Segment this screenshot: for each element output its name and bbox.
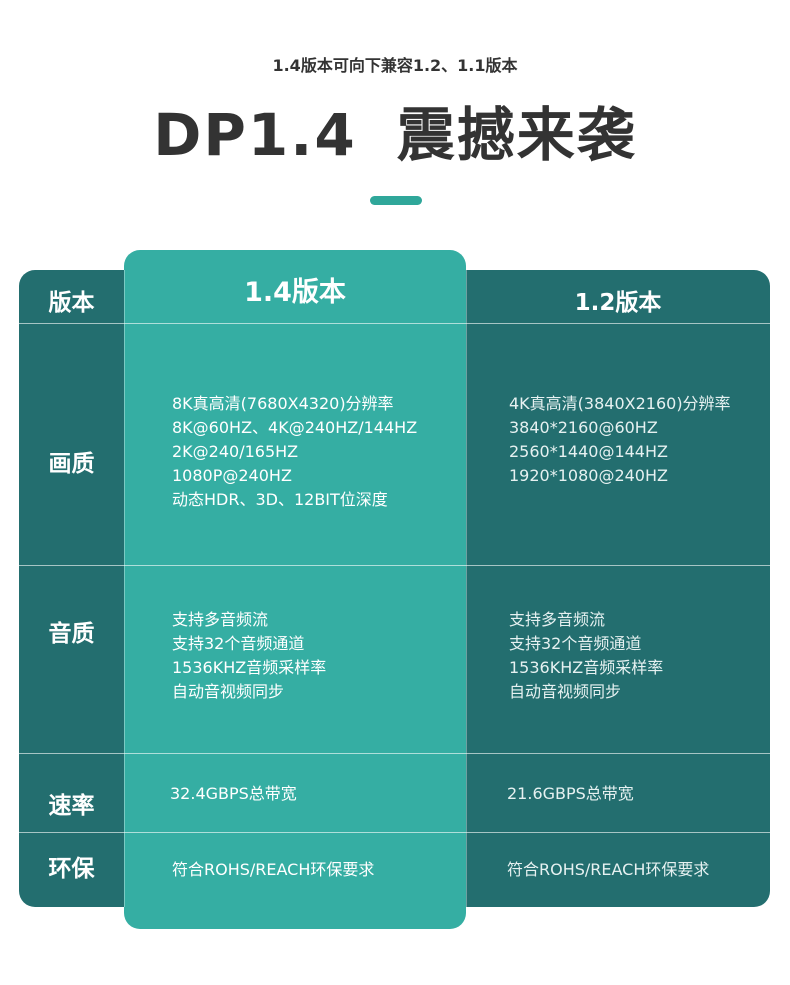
spec-line: 2560*1440@144HZ [509,442,668,461]
spec-line: 自动音视频同步 [172,682,285,701]
cell-video-1-4: 8K真高清(7680X4320)分辨率 8K@60HZ、4K@240HZ/144… [172,392,417,512]
row-divider [19,565,770,566]
cell-speed-1-4: 32.4GBPS总带宽 [170,782,297,806]
row-label-audio: 音质 [48,621,95,647]
column-divider [124,270,125,907]
highlight-column-1-4 [124,250,466,929]
row-label-video: 画质 [48,451,95,477]
spec-line: 支持32个音频通道 [509,634,642,653]
spec-line: 支持32个音频通道 [172,634,305,653]
spec-line: 支持多音频流 [509,610,606,629]
cell-audio-1-4: 支持多音频流 支持32个音频通道 1536KHZ音频采样率 自动音视频同步 [172,608,326,704]
spec-line: 8K真高清(7680X4320)分辨率 [172,394,394,413]
page-title: DP1.4 震撼来袭 [0,88,790,172]
title-product: DP1.4 [153,101,357,169]
cell-video-1-2: 4K真高清(3840X2160)分辨率 3840*2160@60HZ 2560*… [509,392,731,488]
column-divider [466,270,467,907]
spec-line: 3840*2160@60HZ [509,418,658,437]
cell-speed-1-2: 21.6GBPS总带宽 [507,782,634,806]
spec-line: 4K真高清(3840X2160)分辨率 [509,394,731,413]
accent-bar [370,196,422,205]
spec-line: 1536KHZ音频采样率 [172,658,327,677]
spec-line: 32.4GBPS总带宽 [170,784,297,803]
row-divider [19,753,770,754]
cell-eco-1-4: 符合ROHS/REACH环保要求 [172,858,374,882]
spec-line: 21.6GBPS总带宽 [507,784,634,803]
cell-eco-1-2: 符合ROHS/REACH环保要求 [507,858,709,882]
spec-line: 符合ROHS/REACH环保要求 [172,860,375,879]
column-header-1-4: 1.4版本 [244,277,346,308]
spec-line: 动态HDR、3D、12BIT位深度 [172,490,388,509]
spec-line: 1920*1080@240HZ [509,466,668,485]
page-subtitle: 1.4版本可向下兼容1.2、1.1版本 [272,56,518,75]
spec-line: 2K@240/165HZ [172,442,299,461]
column-header-1-2: 1.2版本 [574,290,662,316]
spec-line: 1536KHZ音频采样率 [509,658,664,677]
row-divider [19,832,770,833]
row-label-speed: 速率 [48,793,95,819]
row-label-eco: 环保 [48,856,95,882]
cell-audio-1-2: 支持多音频流 支持32个音频通道 1536KHZ音频采样率 自动音视频同步 [509,608,663,704]
header-label-version: 版本 [48,290,95,316]
spec-line: 支持多音频流 [172,610,269,629]
spec-line: 符合ROHS/REACH环保要求 [507,860,710,879]
row-divider [19,323,770,324]
spec-line: 自动音视频同步 [509,682,622,701]
spec-line: 1080P@240HZ [172,466,292,485]
title-slogan: 震撼来袭 [396,101,637,169]
spec-line: 8K@60HZ、4K@240HZ/144HZ [172,418,418,437]
